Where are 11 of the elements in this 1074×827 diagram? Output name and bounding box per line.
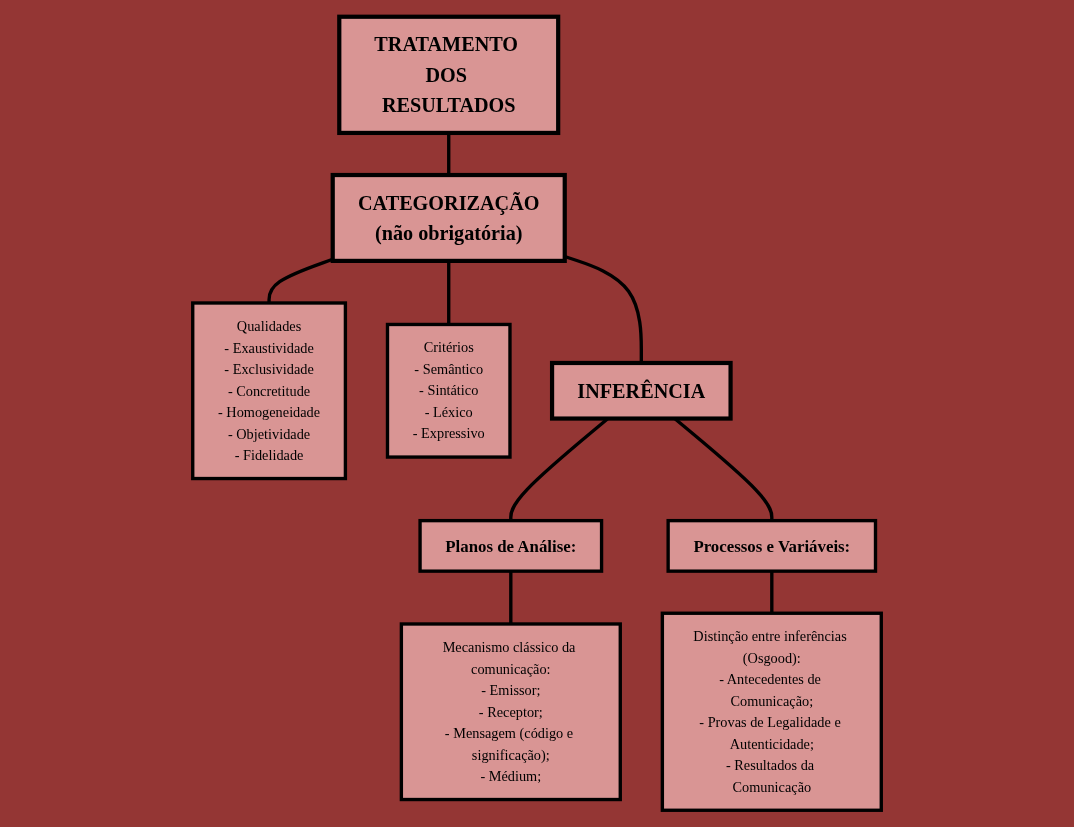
node-box: Qualidades - Exaustividade - Exclusividade - Concretitude - Homogeneidade - Objetividade - Fidelidade [191,301,348,481]
node-box: CATEGORIZAÇÃO (não obrigatória) [330,172,567,263]
node-box: Critérios - Semântico - Sintático - Léxico - Expressivo [385,322,512,459]
node-box: Mecanismo clássico da comunicação: - Emissor; - Receptor; - Mensagem (código e significação); - Médium; [399,622,622,802]
node-box: Processos e Variáveis: [666,518,878,573]
node-box: INFERÊNCIA [549,360,733,421]
node-box: Distinção entre inferências (Osgood): - Antecedentes de Comunicação; - Provas de Legalidade e Autenticidade; - Resultados da Comunicação [660,611,883,812]
node-box: TRATAMENTO DOS RESULTADOS [337,14,561,136]
node-box: Planos de Análise: [418,518,604,573]
connector [509,571,513,624]
connector [770,571,774,614]
